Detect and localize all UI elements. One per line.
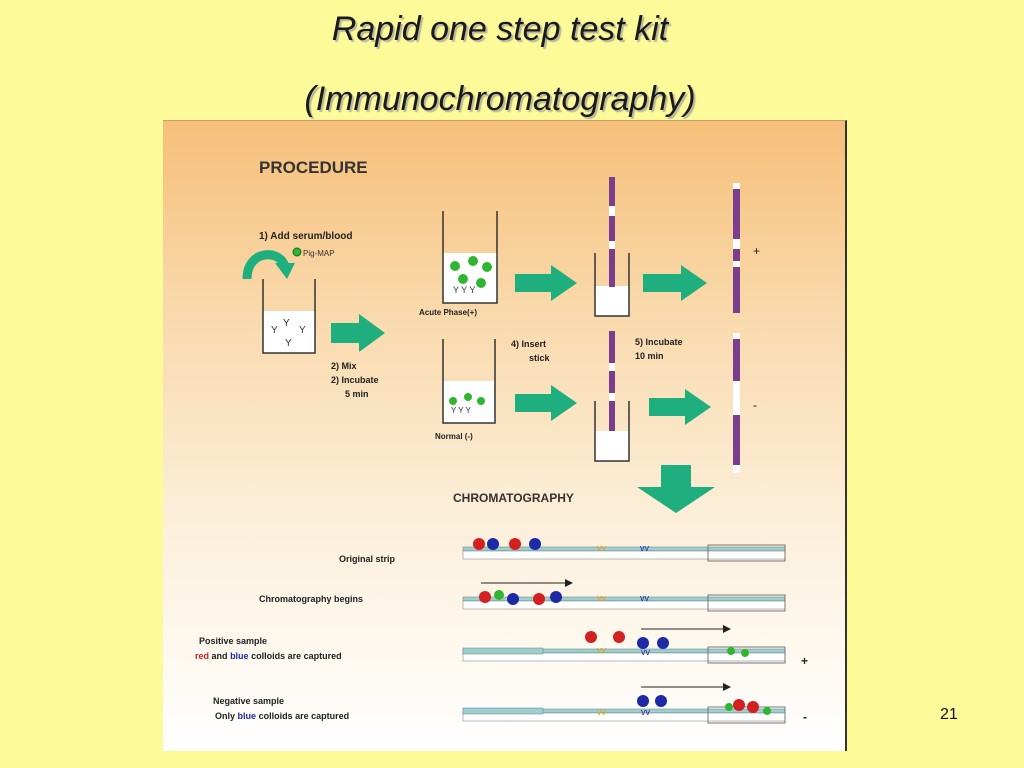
sample-beaker: Y Y Y Y (262, 279, 316, 354)
step5-time-label: 10 min (635, 351, 664, 361)
normal-beaker: Y Y Y (442, 339, 496, 424)
acute-phase-beaker: Y Y Y (442, 211, 498, 304)
acute-phase-label: Acute Phase(+) (419, 308, 477, 317)
chromatography-begins-strip: vv vv (462, 579, 786, 612)
svg-text:vv: vv (597, 543, 607, 553)
positive-sample-sign: + (801, 654, 808, 668)
step2-incubate-label: 2) Incubate (331, 375, 379, 385)
down-arrow-icon (637, 465, 715, 513)
step1-label: 1) Add serum/blood (259, 231, 353, 242)
mix-arrow-icon (331, 314, 385, 352)
procedure-heading: PROCEDURE (259, 158, 368, 177)
svg-text:vv: vv (597, 593, 607, 603)
pigmap-dot-icon (292, 247, 302, 257)
negative-sample-label: Negative sample (213, 696, 284, 706)
step2-mix-label: 2) Mix (331, 361, 357, 371)
chromatography-begins-label: Chromatography begins (259, 594, 363, 604)
slide-title-line2: (Immunochromatography) (304, 80, 696, 118)
original-strip-label: Original strip (339, 554, 396, 564)
svg-text:Y: Y (271, 325, 278, 336)
acute-insert-arrow-icon (515, 265, 577, 301)
normal-label: Normal (-) (435, 432, 473, 441)
chromatography-heading: CHROMATOGRAPHY (453, 491, 574, 505)
diagram-panel: PROCEDURE 1) Add serum/blood Pig-MAP Y Y… (163, 120, 847, 751)
slide-title-line1: Rapid one step test kit (331, 10, 669, 48)
normal-insert-arrow-icon (515, 385, 577, 421)
svg-text:vv: vv (597, 645, 607, 655)
svg-text:Y Y Y: Y Y Y (453, 285, 475, 295)
original-strip: vv vv (462, 538, 786, 562)
procedure-diagram: PROCEDURE 1) Add serum/blood Pig-MAP Y Y… (195, 158, 808, 724)
negative-result-stick (733, 333, 740, 473)
svg-text:vv: vv (641, 647, 651, 657)
svg-text:Y: Y (285, 338, 292, 349)
acute-incubate-arrow-icon (643, 265, 707, 301)
positive-sample-caption: red and blue colloids are captured (195, 651, 342, 661)
svg-text:Y: Y (283, 318, 290, 329)
step4-insert-label: 4) Insert (511, 339, 546, 349)
svg-text:Y: Y (299, 325, 306, 336)
negative-sample-sign: - (803, 710, 807, 724)
normal-stick-beaker (594, 331, 630, 462)
negative-sample-strip: vv vv (462, 683, 786, 724)
svg-text:Y Y Y: Y Y Y (451, 406, 472, 415)
svg-text:vv: vv (640, 543, 650, 553)
acute-stick-beaker (594, 177, 630, 317)
negative-sample-caption: Only blue colloids are captured (215, 711, 349, 721)
positive-sample-strip: vv vv (462, 625, 786, 664)
positive-result-sign: + (753, 244, 760, 258)
svg-text:vv: vv (641, 707, 651, 717)
pour-arrowhead-icon (275, 263, 295, 279)
positive-result-stick (733, 183, 740, 313)
positive-sample-label: Positive sample (199, 636, 267, 646)
negative-result-sign: - (753, 398, 757, 412)
pigmap-label: Pig-MAP (303, 249, 335, 258)
svg-text:vv: vv (597, 707, 607, 717)
step4-stick-label: stick (529, 353, 551, 363)
normal-incubate-arrow-icon (649, 389, 711, 425)
step5-incubate-label: 5) Incubate (635, 337, 683, 347)
pour-curved-arrow-icon (242, 250, 290, 280)
step2-time-label: 5 min (345, 389, 369, 399)
svg-text:vv: vv (640, 593, 650, 603)
page-number: 21 (940, 706, 958, 723)
